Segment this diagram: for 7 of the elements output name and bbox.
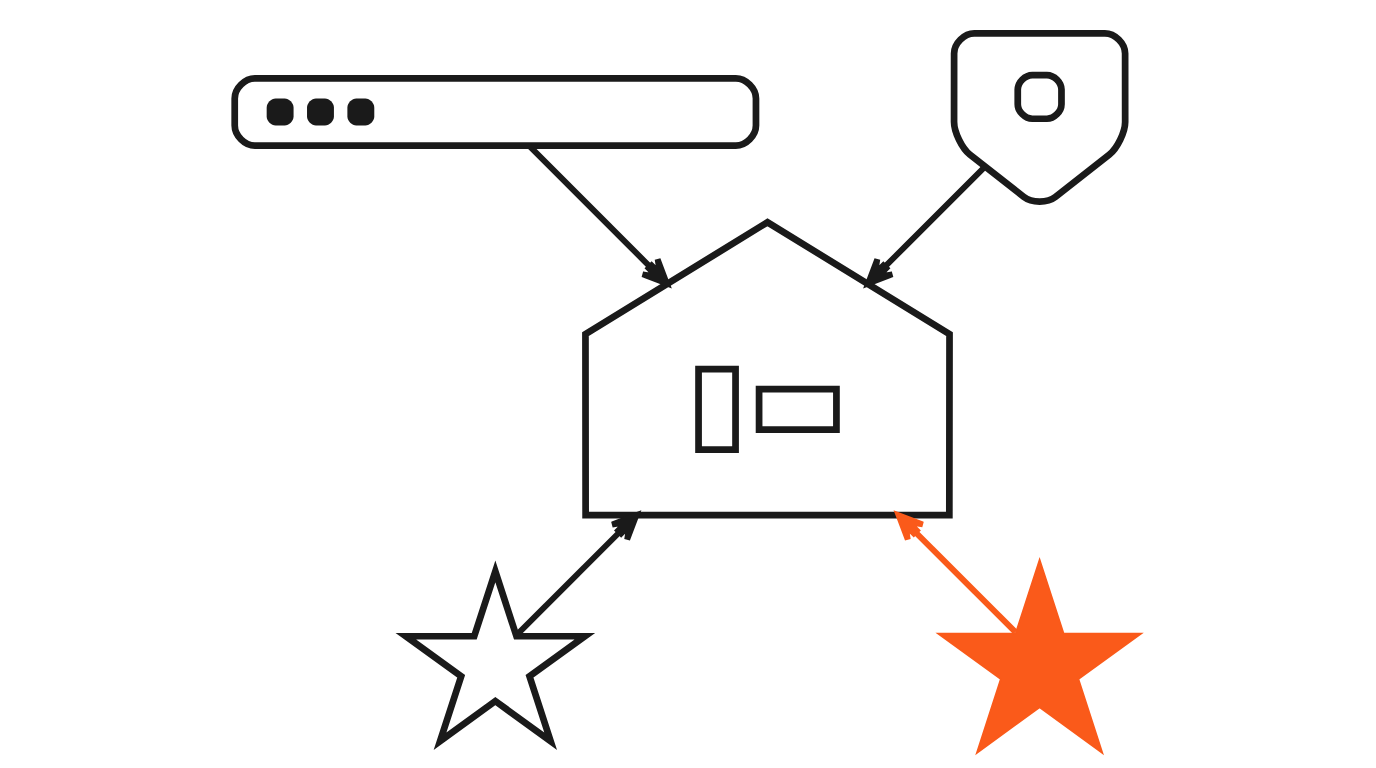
node-picture <box>582 218 953 519</box>
node-picture <box>950 29 1129 205</box>
arrow <box>865 165 987 287</box>
node-picture <box>935 556 1144 756</box>
node-picture <box>231 75 760 150</box>
arrow <box>895 512 1018 635</box>
node-picture <box>395 560 596 750</box>
